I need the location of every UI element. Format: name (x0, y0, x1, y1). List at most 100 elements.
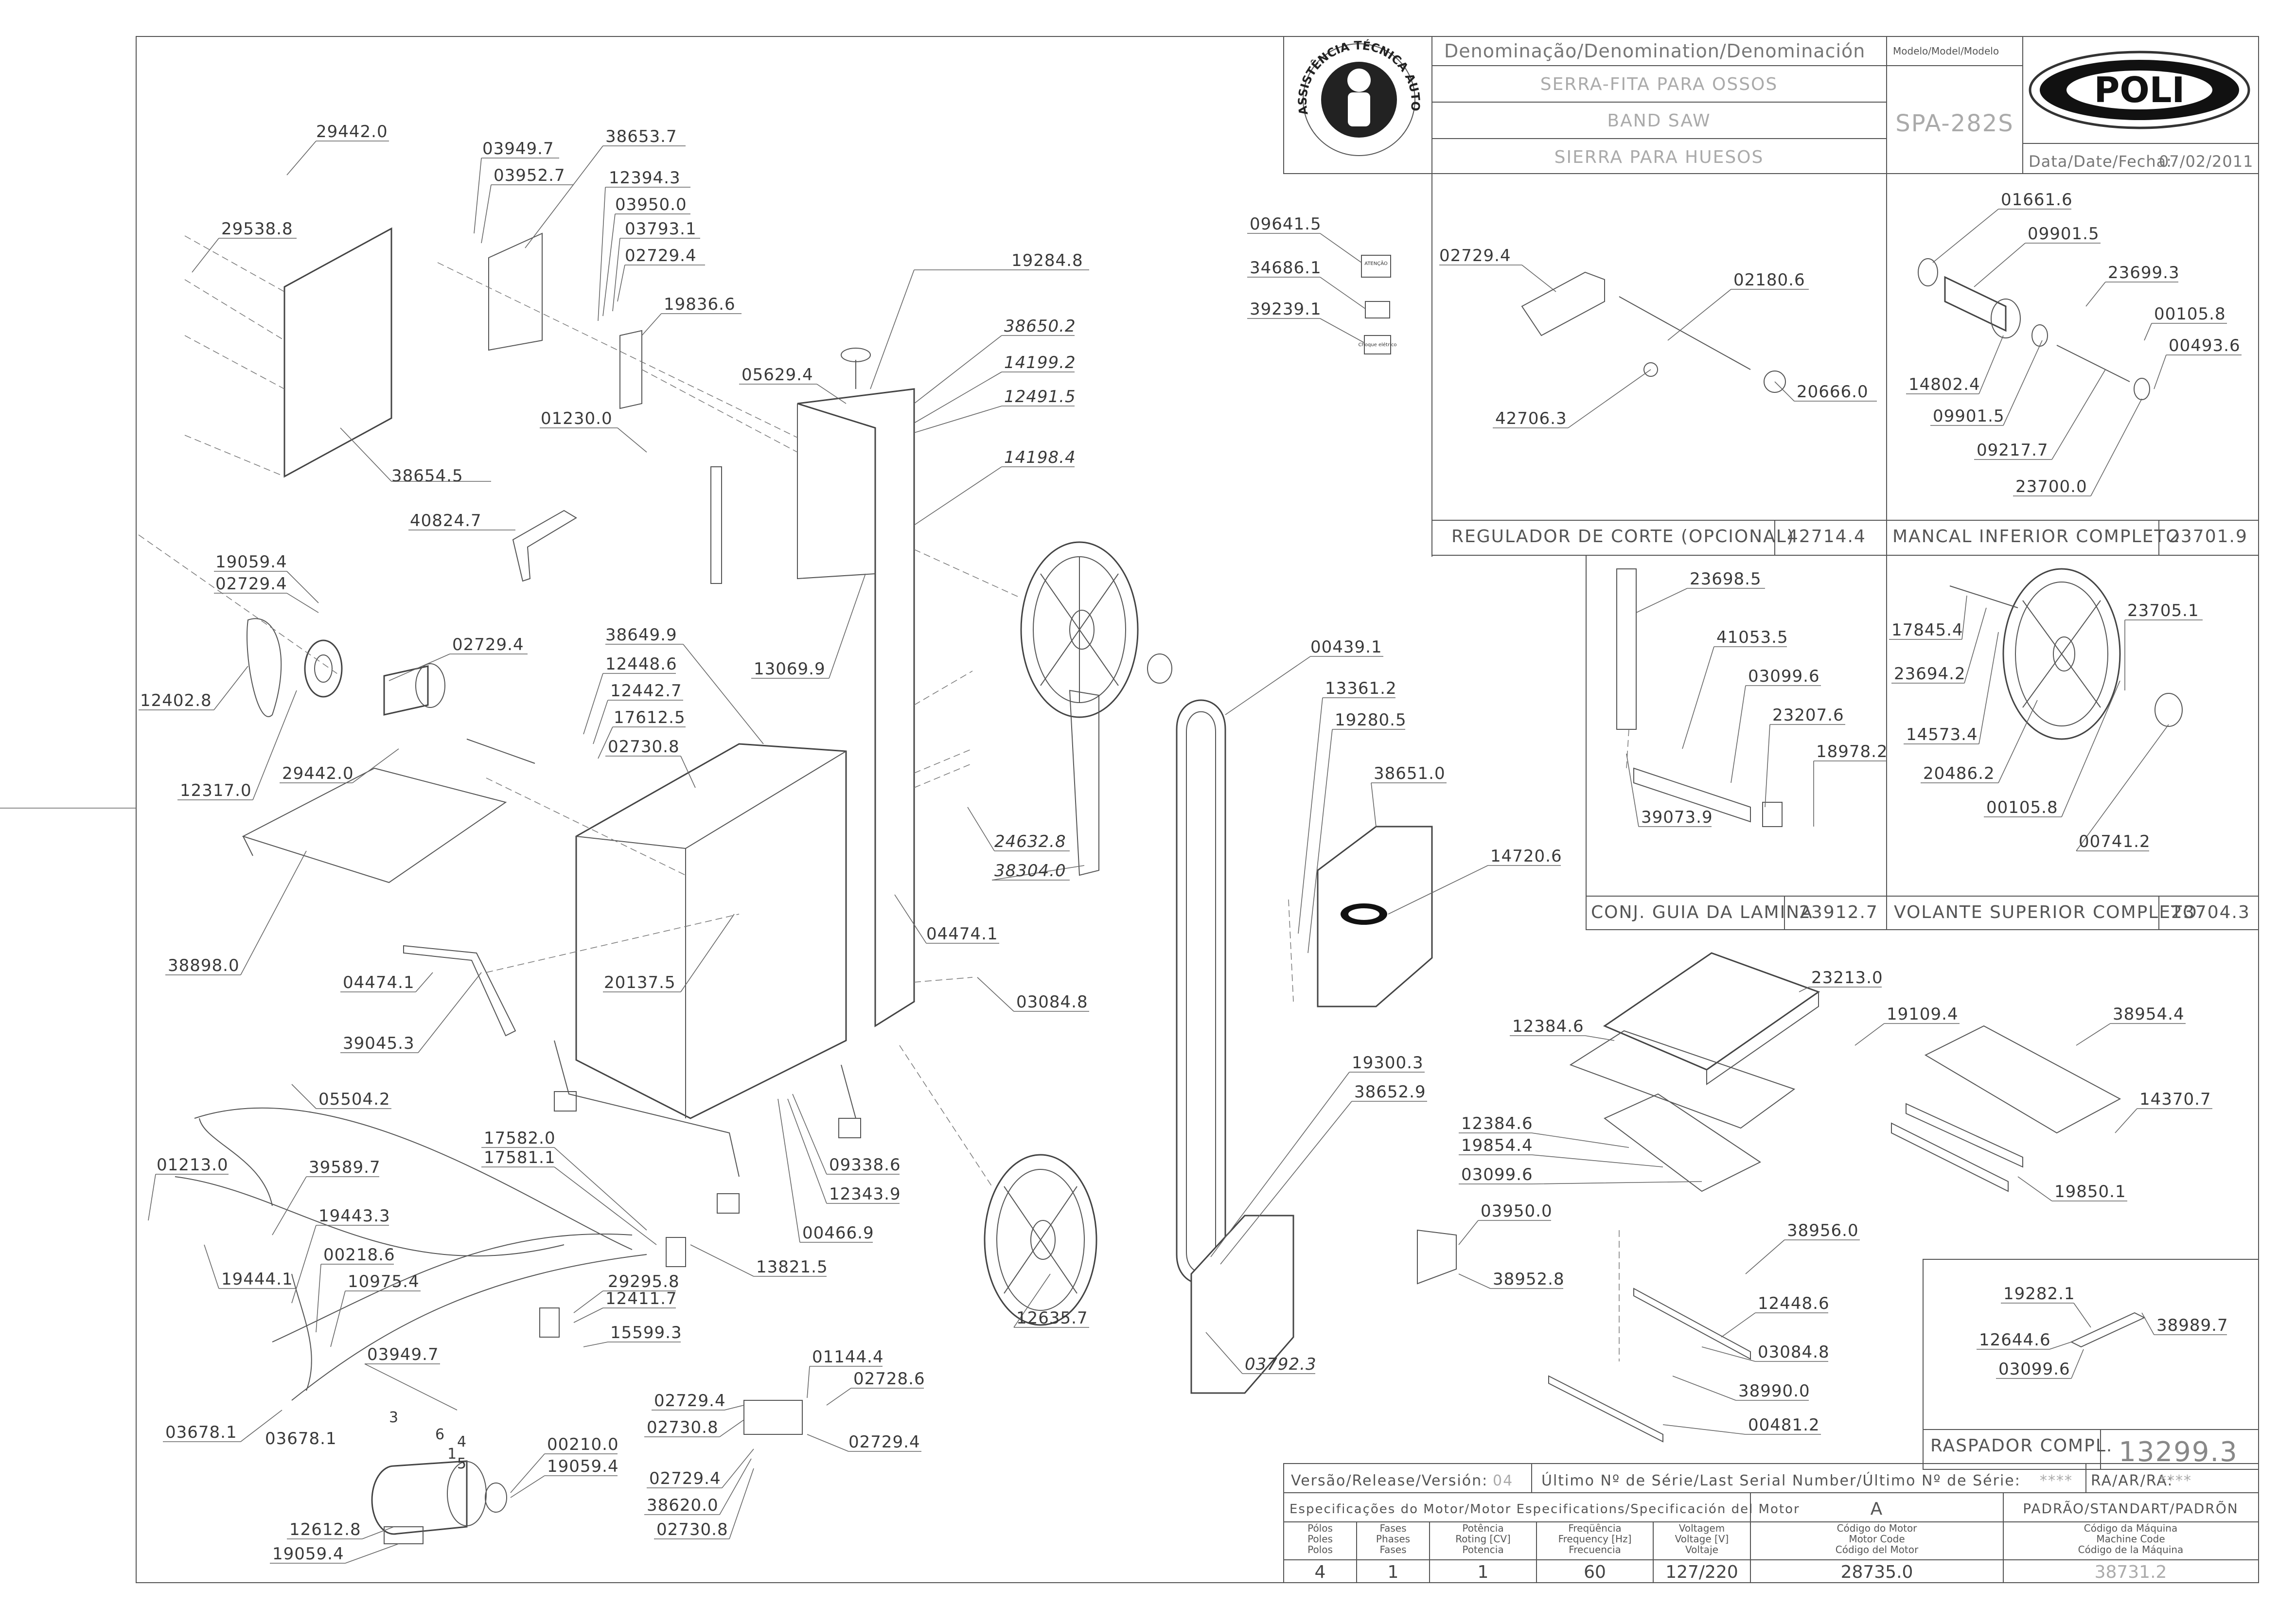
part-callout: 00466.9 (802, 1223, 874, 1243)
part-callout: 17582.0 (484, 1129, 556, 1148)
badge-text: ASSISTÊNCIA TÉCNICA AUTORIZADA (0, 0, 1422, 116)
column-header-line: Código da Máquina (2084, 1522, 2177, 1534)
warning-decal-3 (1364, 335, 1391, 354)
part-callout: 02729.4 (654, 1391, 726, 1411)
part-callout: 17612.5 (614, 708, 686, 727)
date-label: Data/Date/Fecha: (2029, 152, 2172, 171)
part-callout: 12343.9 (829, 1184, 901, 1204)
part-callout: 34686.1 (1250, 258, 1322, 278)
column-header-line: Motor Code (1849, 1533, 1905, 1545)
main-column (797, 388, 915, 1027)
column-header-line: Potencia (1462, 1544, 1503, 1555)
part-callout: 38651.0 (1374, 764, 1446, 783)
part-callout: 13069.9 (754, 659, 826, 679)
part-callout: 02729.4 (848, 1432, 920, 1452)
subassembly-name-5: RASPADOR COMPL. (1930, 1436, 2113, 1456)
ra-value: **** (2159, 1472, 2192, 1489)
part-callout: 20486.2 (1923, 764, 1995, 783)
lower-door-cover (1190, 1215, 1294, 1394)
part-callout: 23699.3 (2108, 263, 2180, 282)
drive-pulley (304, 639, 343, 698)
part-callout: 12402.8 (140, 691, 212, 710)
machine-code-value: 38731.2 (2095, 1562, 2167, 1582)
part-callout: 00741.2 (2079, 832, 2151, 851)
model-number: SPA-282S (1895, 110, 2014, 137)
column-header-line: Voltagem (1679, 1522, 1725, 1534)
version-value: 04 (1493, 1472, 1513, 1489)
wire-number: 3 (389, 1409, 399, 1426)
part-callout: 23694.2 (1894, 664, 1966, 684)
cut-regulator-plate (1521, 271, 1605, 336)
part-callout: 14199.2 (1004, 353, 1076, 372)
part-callout: 19443.3 (318, 1206, 390, 1226)
part-callout: 09641.5 (1250, 214, 1322, 234)
part-callout: 20137.5 (604, 973, 676, 992)
part-callout: 38956.0 (1787, 1221, 1859, 1240)
part-callout: 38620.0 (647, 1496, 719, 1515)
phases-value: 1 (1388, 1562, 1399, 1582)
column-header-line: Machine Code (2096, 1533, 2165, 1545)
column-header-line: Frecuencia (1569, 1544, 1621, 1555)
part-callout: 29538.8 (221, 219, 293, 239)
part-callout: 42706.3 (1495, 409, 1567, 428)
main-body-housing (575, 743, 847, 1119)
part-callout: 29295.8 (608, 1272, 680, 1291)
part-callout: 12394.3 (609, 168, 681, 188)
subassembly-code-5: 13299.3 (2119, 1436, 2238, 1468)
switch-box (666, 1237, 686, 1267)
column-header-line: Polos (1307, 1544, 1333, 1555)
column-header-line: Fases (1379, 1544, 1406, 1555)
part-callout: 01661.6 (2001, 190, 2073, 210)
motor-pulley (485, 1483, 507, 1513)
part-callout: 23705.1 (2127, 601, 2199, 620)
part-callout: 05504.2 (318, 1090, 390, 1109)
part-callout: 19854.4 (1461, 1136, 1533, 1155)
column-header-line: Poles (1307, 1533, 1333, 1545)
part-callout: 00481.2 (1748, 1415, 1820, 1435)
wiring-harness (175, 1107, 647, 1401)
bracket-plate (1417, 1229, 1457, 1285)
part-callout: 14802.4 (1908, 375, 1980, 394)
part-callout: 00218.6 (323, 1245, 395, 1265)
name-es: SIERRA PARA HUESOS (1554, 147, 1764, 167)
guide-block (1762, 802, 1783, 827)
part-callout: 38304.0 (994, 861, 1066, 881)
part-callout: 38954.4 (2113, 1005, 2185, 1024)
wire-numbers: 3 6 4 1 5 (389, 1409, 466, 1472)
part-callout: 00439.1 (1310, 637, 1382, 657)
column-header-line: Frequency [Hz] (1558, 1533, 1632, 1545)
column-header-line: Fases (1379, 1522, 1406, 1534)
guide-bar (1616, 568, 1637, 730)
table-bracket-frame (1604, 1093, 1761, 1192)
part-callout: 12442.7 (610, 681, 682, 701)
wheel-cap (1147, 653, 1172, 684)
variant-label: A (1871, 1499, 1884, 1519)
motor-mount-plate (242, 767, 507, 883)
part-callout: 19836.6 (664, 295, 736, 314)
part-callout: 14720.6 (1490, 847, 1562, 866)
work-table (1603, 952, 1820, 1071)
part-callout: 00105.8 (1986, 798, 2058, 817)
part-callout: 09338.6 (829, 1155, 901, 1175)
part-callout: 04474.1 (343, 973, 415, 992)
power-value: 1 (1478, 1562, 1489, 1582)
part-callout: 12448.6 (605, 654, 677, 674)
authorized-service-badge: ASSISTÊNCIA TÉCNICA AUTORIZADA (0, 0, 1422, 156)
part-callout: 19109.4 (1887, 1005, 1959, 1024)
part-callout: 03084.8 (1016, 992, 1088, 1012)
name-pt: SERRA-FITA PARA OSSOS (1540, 74, 1778, 94)
part-callout: 12612.8 (289, 1520, 361, 1539)
part-callout: 38650.2 (1004, 317, 1076, 336)
part-callout: 38952.8 (1493, 1270, 1565, 1289)
subassembly-code-2: 23701.9 (2169, 527, 2248, 547)
table-base (1569, 1030, 1796, 1129)
part-callout: 13361.2 (1325, 679, 1397, 698)
part-callout: 03099.6 (1461, 1165, 1533, 1184)
saw-blade-band (1176, 699, 1226, 1285)
denomination-header: Denominação/Denomination/Denominación (1444, 40, 1865, 62)
part-callout: 03099.6 (1998, 1359, 2070, 1379)
regulator-knob (1764, 371, 1786, 393)
part-callout: 17845.4 (1891, 620, 1963, 640)
